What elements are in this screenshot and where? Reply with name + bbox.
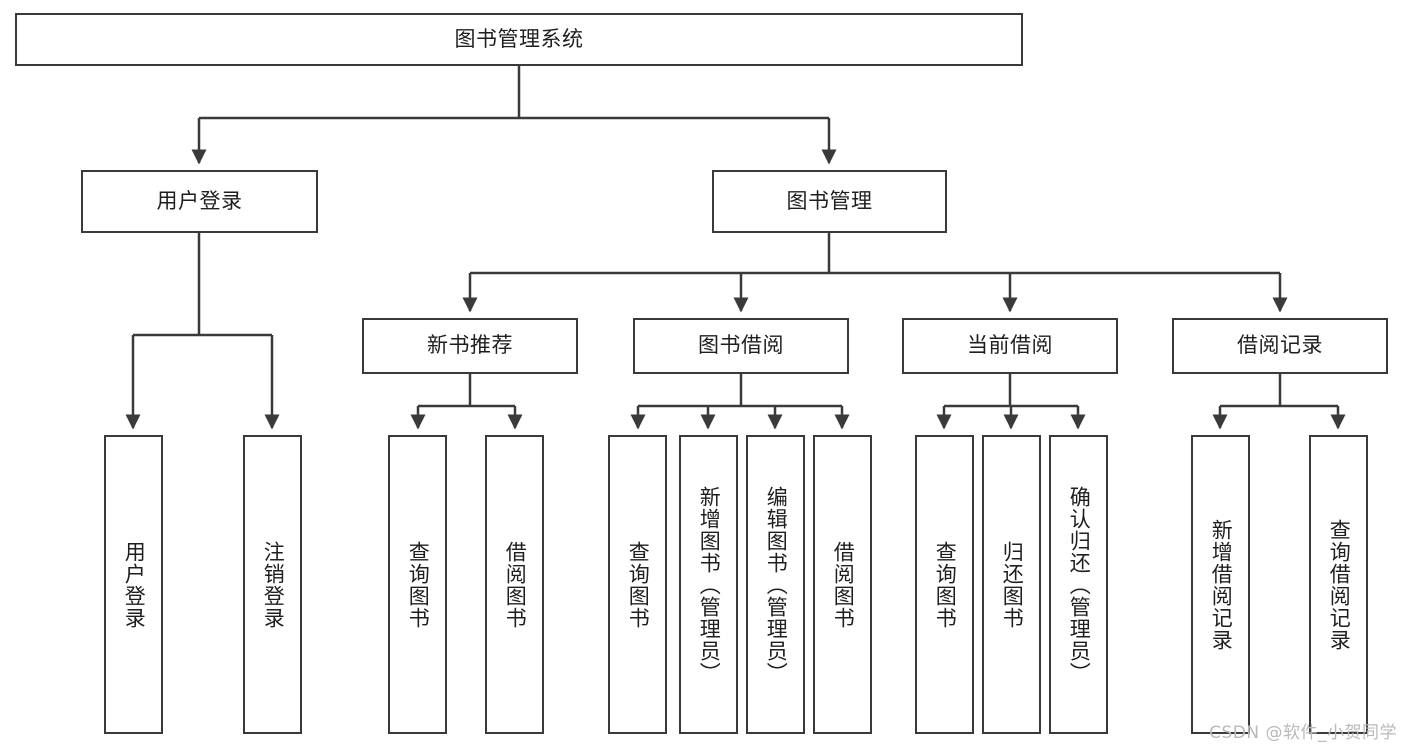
node-user-login[interactable]: 用户登录 (81, 170, 318, 233)
node-leaf-add-record-label: 新增借阅记录 (1209, 518, 1234, 651)
node-leaf-borrow-book-2-label: 借阅图书 (831, 540, 856, 629)
node-leaf-user-login-label: 用户登录 (122, 540, 147, 629)
node-root[interactable]: 图书管理系统 (15, 13, 1023, 66)
node-leaf-confirm-return[interactable]: 确认归还（管理员） (1049, 435, 1108, 734)
node-leaf-query-book-1-label: 查询图书 (406, 540, 431, 629)
node-leaf-query-book-1[interactable]: 查询图书 (388, 435, 447, 734)
node-leaf-edit-book[interactable]: 编辑图书（管理员） (746, 435, 805, 734)
node-leaf-query-book-2[interactable]: 查询图书 (608, 435, 667, 734)
node-leaf-query-book-2-label: 查询图书 (626, 540, 651, 629)
node-borrow-record[interactable]: 借阅记录 (1172, 318, 1388, 374)
node-leaf-query-book-3-label: 查询图书 (933, 540, 958, 629)
node-root-label: 图书管理系统 (454, 26, 584, 51)
node-leaf-borrow-book-1[interactable]: 借阅图书 (485, 435, 544, 734)
node-book-manage-label: 图书管理 (786, 188, 873, 213)
node-book-manage[interactable]: 图书管理 (712, 170, 947, 233)
node-leaf-add-book-label: 新增图书（管理员） (697, 485, 722, 684)
node-leaf-query-record[interactable]: 查询借阅记录 (1309, 435, 1368, 734)
node-leaf-query-book-3[interactable]: 查询图书 (915, 435, 974, 734)
watermark-text: CSDN @软件_小贺同学 (1209, 723, 1397, 743)
node-leaf-add-record[interactable]: 新增借阅记录 (1191, 435, 1250, 734)
node-current-borrow[interactable]: 当前借阅 (902, 318, 1118, 374)
node-leaf-return-book-label: 归还图书 (1000, 540, 1025, 629)
node-book-borrow-label: 图书借阅 (698, 333, 784, 358)
node-leaf-borrow-book-1-label: 借阅图书 (503, 540, 528, 629)
node-leaf-user-login[interactable]: 用户登录 (104, 435, 163, 734)
node-user-login-label: 用户登录 (156, 188, 243, 213)
node-new-book-recommend[interactable]: 新书推荐 (362, 318, 578, 374)
node-leaf-borrow-book-2[interactable]: 借阅图书 (813, 435, 872, 734)
node-new-book-recommend-label: 新书推荐 (427, 333, 513, 358)
node-leaf-add-book[interactable]: 新增图书（管理员） (679, 435, 738, 734)
node-leaf-query-record-label: 查询借阅记录 (1327, 518, 1352, 651)
node-leaf-logout-login-label: 注销登录 (261, 540, 286, 629)
node-leaf-edit-book-label: 编辑图书（管理员） (764, 485, 789, 684)
node-borrow-record-label: 借阅记录 (1237, 333, 1323, 358)
node-leaf-return-book[interactable]: 归还图书 (982, 435, 1041, 734)
node-leaf-logout-login[interactable]: 注销登录 (243, 435, 302, 734)
node-book-borrow[interactable]: 图书借阅 (633, 318, 849, 374)
node-leaf-confirm-return-label: 确认归还（管理员） (1067, 485, 1092, 684)
node-current-borrow-label: 当前借阅 (967, 333, 1053, 358)
